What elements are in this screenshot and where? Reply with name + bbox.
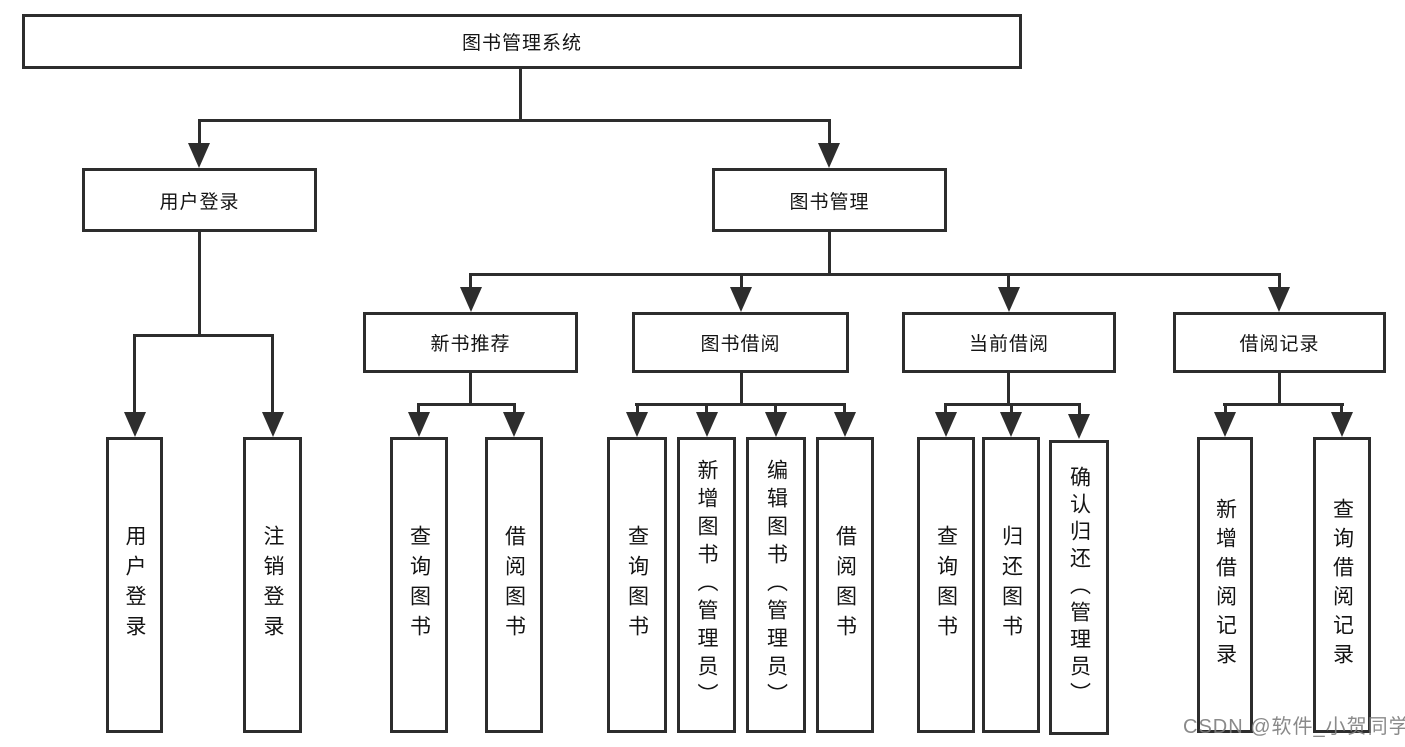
node-user-login-leaf-label: 用户登录: [123, 525, 146, 645]
connector-line: [417, 403, 420, 414]
node-root: 图书管理系统: [22, 14, 1022, 69]
node-root-label: 图书管理系统: [461, 33, 582, 54]
node-new-book-rec-label: 新书推荐: [430, 334, 511, 355]
arrow-down-icon: [935, 412, 957, 437]
arrow-down-icon: [503, 412, 525, 437]
node-query-book-3: 查询图书: [917, 437, 975, 733]
connector-line: [1010, 403, 1013, 414]
node-borrow-book-1-label: 借阅图书: [502, 525, 526, 645]
connector-line: [198, 232, 201, 337]
watermark: CSDN @软件_小贺同学: [1183, 716, 1405, 738]
node-borrow-book-2-label: 借阅图书: [833, 525, 857, 645]
node-confirm-return-admin: 确认归还（管理员）: [1049, 440, 1109, 735]
connector-line: [469, 373, 472, 406]
node-user-login: 用户登录: [82, 168, 317, 232]
node-query-book-1-label: 查询图书: [407, 525, 431, 645]
connector-line: [635, 403, 846, 406]
connector-line: [513, 403, 516, 414]
arrow-down-icon: [188, 143, 210, 168]
arrow-down-icon: [124, 412, 146, 437]
connector-line: [843, 403, 846, 414]
connector-line: [1278, 273, 1281, 289]
connector-line: [636, 403, 639, 414]
node-logout-leaf: 注销登录: [243, 437, 302, 733]
node-add-borrow-record-label: 新增借阅记录: [1213, 498, 1237, 672]
node-logout-leaf-label: 注销登录: [261, 525, 284, 645]
connector-line: [133, 334, 274, 337]
connector-line: [133, 334, 136, 414]
arrow-down-icon: [998, 287, 1020, 312]
connector-line: [1007, 273, 1010, 289]
connector-line: [519, 69, 522, 121]
node-query-book-1: 查询图书: [390, 437, 448, 733]
connector-line: [198, 119, 831, 122]
arrow-down-icon: [1268, 287, 1290, 312]
arrow-down-icon: [408, 412, 430, 437]
arrow-down-icon: [818, 143, 840, 168]
connector-line: [417, 403, 516, 406]
connector-line: [740, 373, 743, 406]
node-query-book-3-label: 查询图书: [934, 525, 958, 645]
node-return-book: 归还图书: [982, 437, 1040, 733]
connector-line: [469, 273, 472, 289]
node-query-book-2-label: 查询图书: [625, 525, 649, 645]
arrow-down-icon: [626, 412, 648, 437]
arrow-down-icon: [696, 412, 718, 437]
node-add-book-admin: 新增图书（管理员）: [677, 437, 736, 733]
node-new-book-rec: 新书推荐: [363, 312, 578, 373]
arrow-down-icon: [1214, 412, 1236, 437]
connector-line: [828, 119, 831, 146]
node-borrow-record: 借阅记录: [1173, 312, 1386, 373]
node-return-book-label: 归还图书: [999, 525, 1023, 645]
connector-line: [1007, 373, 1010, 406]
node-borrow-book-2: 借阅图书: [816, 437, 874, 733]
connector-line: [469, 273, 1280, 276]
connector-line: [1078, 403, 1081, 414]
node-book-mgmt-label: 图书管理: [789, 191, 870, 213]
connector-line: [740, 273, 743, 289]
arrow-down-icon: [1331, 412, 1353, 437]
arrow-down-icon: [730, 287, 752, 312]
connector-line: [1340, 403, 1343, 414]
arrow-down-icon: [765, 412, 787, 437]
connector-line: [944, 403, 947, 414]
node-book-borrow: 图书借阅: [632, 312, 849, 373]
node-add-borrow-record: 新增借阅记录: [1197, 437, 1253, 733]
arrow-down-icon: [1000, 412, 1022, 437]
node-current-borrow: 当前借阅: [902, 312, 1116, 373]
node-book-borrow-label: 图书借阅: [700, 334, 781, 355]
node-query-borrow-record-label: 查询借阅记录: [1330, 498, 1354, 672]
connector-line: [774, 403, 777, 414]
node-query-book-2: 查询图书: [607, 437, 667, 733]
connector-line: [198, 119, 201, 146]
node-edit-book-admin: 编辑图书（管理员）: [746, 437, 806, 733]
node-add-book-admin-label: 新增图书（管理员）: [695, 459, 718, 711]
connector-line: [1224, 403, 1227, 414]
node-borrow-record-label: 借阅记录: [1239, 334, 1320, 355]
connector-line: [1278, 373, 1281, 406]
node-confirm-return-admin-label: 确认归还（管理员）: [1067, 466, 1091, 709]
arrow-down-icon: [834, 412, 856, 437]
node-book-mgmt: 图书管理: [712, 168, 947, 232]
node-query-borrow-record: 查询借阅记录: [1313, 437, 1371, 733]
node-current-borrow-label: 当前借阅: [968, 334, 1049, 355]
arrow-down-icon: [460, 287, 482, 312]
connector-line: [271, 334, 274, 414]
arrow-down-icon: [1068, 414, 1090, 439]
node-user-login-label: 用户登录: [159, 191, 240, 213]
connector-line: [828, 232, 831, 276]
node-user-login-leaf: 用户登录: [106, 437, 163, 733]
node-borrow-book-1: 借阅图书: [485, 437, 543, 733]
node-edit-book-admin-label: 编辑图书（管理员）: [764, 459, 788, 711]
connector-line: [1223, 403, 1344, 406]
connector-line: [705, 403, 708, 414]
arrow-down-icon: [262, 412, 284, 437]
